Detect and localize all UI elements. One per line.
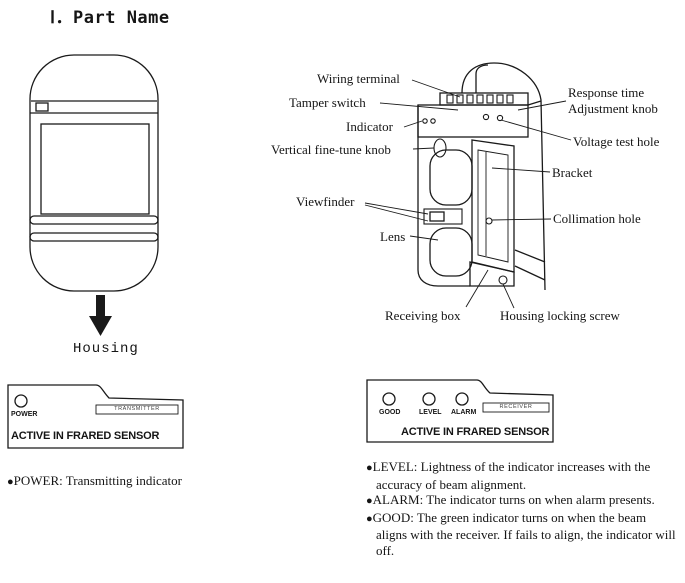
receiver-internal-view bbox=[417, 62, 546, 291]
leader-lines bbox=[364, 79, 572, 309]
response-time-knob bbox=[482, 113, 490, 121]
housing-front-view bbox=[29, 54, 159, 292]
note-text: ALARM: The indicator turns on when alarm… bbox=[372, 492, 655, 507]
receiver-notes: ●LEVEL: Lightness of the indicator incre… bbox=[366, 459, 680, 558]
leader-housing-screw bbox=[502, 283, 515, 309]
front-body-outline bbox=[417, 105, 470, 287]
terminal-pin bbox=[456, 94, 464, 104]
housing-top-cap bbox=[475, 64, 489, 93]
power-label: POWER bbox=[11, 411, 38, 418]
transmitter-panel-outline bbox=[7, 384, 184, 449]
leader-bracket bbox=[491, 167, 551, 173]
label-vertical-fine-tune-knob: Vertical fine-tune knob bbox=[271, 142, 391, 157]
rear-housing-outline bbox=[461, 62, 546, 291]
housing-rib-line bbox=[514, 265, 546, 281]
level-led bbox=[422, 392, 436, 406]
housing-rib-line bbox=[514, 249, 546, 263]
receiver-badge: RECEIVER bbox=[499, 404, 533, 410]
receiver-badge-box bbox=[482, 402, 550, 413]
housing-window bbox=[40, 123, 150, 215]
alarm-label: ALARM bbox=[451, 409, 477, 416]
leader-wiring-terminal bbox=[411, 79, 461, 98]
housing-rib bbox=[29, 232, 159, 242]
transmitter-panel-title: ACTIVE IN FRARED SENSOR bbox=[11, 430, 160, 442]
label-bracket: Bracket bbox=[552, 165, 593, 180]
alarm-led bbox=[455, 392, 469, 406]
bullet-icon: ● bbox=[366, 462, 373, 474]
label-voltage-test-hole: Voltage test hole bbox=[573, 134, 660, 149]
leader-viewfinder bbox=[364, 204, 429, 222]
terminal-pin bbox=[486, 94, 494, 104]
indicator-led bbox=[422, 118, 428, 124]
note-good: ●GOOD: The green indicator turns on when… bbox=[366, 510, 680, 559]
receiver-panel-title: ACTIVE IN FRARED SENSOR bbox=[401, 426, 550, 438]
label-housing-locking-screw: Housing locking screw bbox=[500, 308, 620, 323]
terminal-pin bbox=[476, 94, 484, 104]
label-viewfinder: Viewfinder bbox=[296, 194, 355, 209]
note-level: ●LEVEL: Lightness of the indicator incre… bbox=[366, 459, 680, 492]
bullet-icon: ● bbox=[366, 495, 373, 507]
bracket-inner bbox=[477, 149, 509, 263]
label-response-time: Response time bbox=[568, 85, 645, 100]
label-tamper-switch: Tamper switch bbox=[289, 95, 366, 110]
indicator-strip bbox=[417, 104, 529, 138]
leader-voltage-test-hole bbox=[500, 119, 572, 141]
viewfinder bbox=[423, 208, 463, 225]
receiving-box-base bbox=[469, 261, 515, 287]
terminal-pins bbox=[446, 94, 514, 104]
viewfinder-eyepiece bbox=[429, 211, 445, 222]
upper-lens bbox=[429, 149, 473, 206]
note-text: GOOD: The green indicator turns on when … bbox=[372, 509, 676, 558]
transmitter-badge-box bbox=[95, 404, 179, 415]
terminal-pin bbox=[466, 94, 474, 104]
bullet-icon: ● bbox=[7, 476, 14, 488]
transmitter-badge: TRANSMITTER bbox=[114, 406, 160, 412]
label-indicator: Indicator bbox=[346, 119, 393, 134]
housing-outline bbox=[29, 54, 159, 292]
note-text: LEVEL: Lightness of the indicator increa… bbox=[372, 459, 651, 492]
leader-collimation-hole bbox=[491, 218, 552, 221]
page-title: Ⅰ．Part Name bbox=[50, 8, 170, 28]
leader-receiving-box bbox=[465, 269, 489, 308]
transmitter-panel bbox=[7, 384, 184, 449]
housing-rib bbox=[29, 215, 159, 225]
label-lens: Lens bbox=[380, 229, 406, 244]
receiver-panel bbox=[366, 379, 554, 443]
leader-lens bbox=[409, 235, 439, 241]
level-label: LEVEL bbox=[419, 409, 442, 416]
transmitter-notes: ●POWER: Transmitting indicator bbox=[7, 473, 307, 491]
housing-tab bbox=[35, 102, 49, 112]
terminal-pin bbox=[496, 94, 504, 104]
housing-caption: Housing bbox=[73, 341, 139, 357]
terminal-pin bbox=[446, 94, 454, 104]
label-collimation-hole: Collimation hole bbox=[553, 211, 641, 226]
housing-locking-screw bbox=[498, 275, 508, 285]
receiver-panel-outline bbox=[366, 379, 554, 443]
terminal-pin bbox=[506, 94, 514, 104]
bullet-icon: ● bbox=[366, 512, 373, 525]
leader-vertical-knob bbox=[412, 147, 435, 150]
leader-response-time bbox=[517, 100, 567, 111]
label-wiring-terminal: Wiring terminal bbox=[317, 71, 400, 86]
collimation-hole bbox=[485, 217, 493, 225]
lower-lens bbox=[429, 227, 473, 277]
leader-viewfinder bbox=[364, 202, 429, 215]
good-label: GOOD bbox=[379, 409, 401, 416]
label-adjustment-knob: Adjustment knob bbox=[568, 101, 658, 116]
good-led bbox=[382, 392, 396, 406]
label-receiving-box: Receiving box bbox=[385, 308, 461, 323]
note-power: ●POWER: Transmitting indicator bbox=[7, 473, 307, 491]
housing-edge-line bbox=[527, 100, 542, 106]
down-arrow-icon bbox=[89, 295, 112, 336]
indicator-led bbox=[430, 118, 436, 124]
voltage-test-hole bbox=[496, 114, 504, 122]
leader-indicator bbox=[403, 120, 423, 128]
leader-tamper-switch bbox=[379, 102, 459, 111]
note-text: POWER: Transmitting indicator bbox=[13, 473, 182, 488]
note-alarm: ●ALARM: The indicator turns on when alar… bbox=[366, 492, 680, 510]
power-led bbox=[14, 394, 28, 408]
